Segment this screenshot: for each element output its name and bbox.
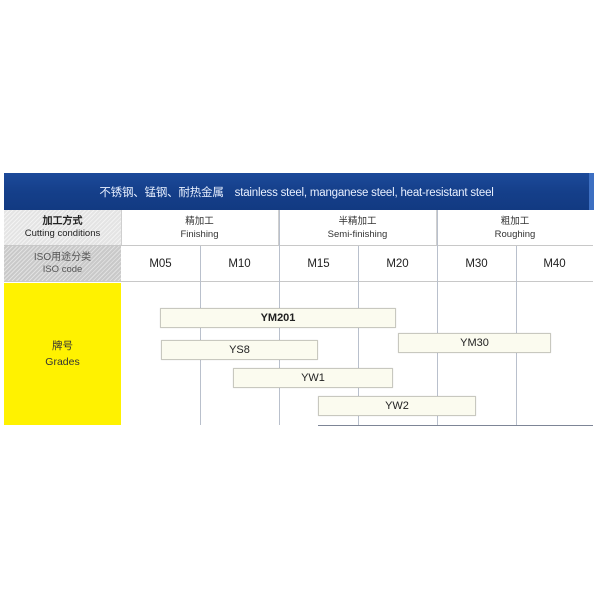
grid-line <box>437 210 438 425</box>
grid-line <box>358 246 359 425</box>
iso-code-m40: M40 <box>543 257 566 270</box>
iso-code-m15: M15 <box>307 257 330 270</box>
grade-bar-ym30: YM30 <box>398 333 551 353</box>
iso-code-m20: M20 <box>386 257 409 270</box>
row-divider <box>4 281 593 282</box>
condition-semi-finishing: 半精加工 Semi-finishing <box>279 210 437 245</box>
condition-roughing: 粗加工 Roughing <box>494 215 536 240</box>
grades-label: 牌号 Grades <box>4 283 121 425</box>
grid-line <box>121 210 122 245</box>
bottom-rule <box>318 425 593 426</box>
material-banner: 不锈钢、锰钢、耐热金属 stainless steel, manganese s… <box>4 173 594 210</box>
grade-bar-ys8: YS8 <box>161 340 318 360</box>
cutting-conditions-label: 加工方式 Cutting conditions <box>4 210 121 245</box>
grade-bar-yw2: YW2 <box>318 396 476 416</box>
row-divider <box>4 245 593 246</box>
grade-bar-ym201: YM201 <box>160 308 396 328</box>
iso-code-m05: M05 <box>149 257 172 270</box>
iso-code-m10: M10 <box>228 257 251 270</box>
grade-bar-yw1: YW1 <box>233 368 393 388</box>
banner-title-cn: 不锈钢、锰钢、耐热金属 <box>99 186 224 199</box>
grid-line <box>200 246 201 425</box>
iso-code-m30: M30 <box>465 257 488 270</box>
condition-finishing: 精加工 Finishing <box>121 210 279 245</box>
iso-code-label: ISO用途分类 ISO code <box>4 246 121 281</box>
banner-title-en: stainless steel, manganese steel, heat-r… <box>234 186 494 199</box>
